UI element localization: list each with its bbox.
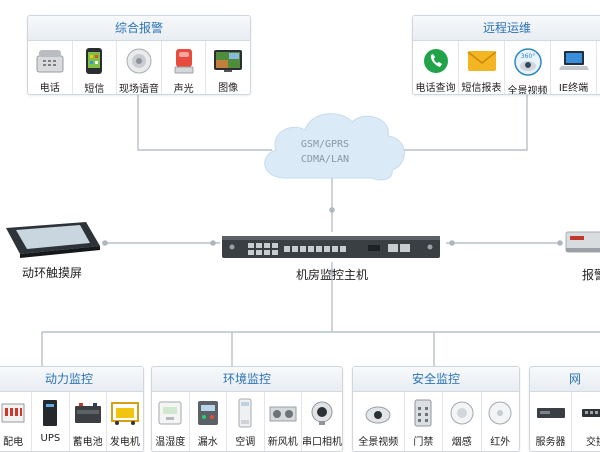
network-item-server[interactable]: 服务器 [530,392,572,451]
envelope-icon [467,47,497,74]
power-item-distribution[interactable]: 配电 [0,392,33,451]
security-item-infrared[interactable]: 红外 [482,392,519,451]
air-conditioner-icon [230,398,260,428]
remote-item-video[interactable]: 360° 全景视频 [505,41,551,94]
wire-dot [102,240,108,246]
alarm-item-sms[interactable]: 短信 [73,41,118,94]
camera-360-badge: 360° [520,53,534,60]
siren-light-icon [169,47,199,75]
security-item-access[interactable]: 门禁 [405,392,444,451]
touchscreen-device [6,222,100,258]
alarm-box-device [565,231,600,253]
smoke-detector-icon [447,398,477,428]
power-item-battery[interactable]: 蓄电池 [70,392,107,451]
wire-remote-cloud [392,93,528,151]
mobile-phone-icon [79,47,109,75]
laptop-icon [558,47,589,74]
env-item-aircon[interactable]: 空调 [227,392,265,451]
alarm-item-phone[interactable]: 电话 [28,41,73,94]
thermostat-icon [155,398,185,428]
network-cloud [264,113,405,181]
network-item-switch[interactable]: 交换 [572,392,600,451]
wire-dot [449,240,455,246]
wire-dot [210,240,216,246]
env-panel-title: 环境监控 [152,367,342,392]
telephone-icon [35,47,65,74]
dome-camera-icon [363,398,393,428]
alarm-item-voice[interactable]: 现场语音 [117,41,162,94]
infrared-sensor-icon [485,398,515,428]
wire-dot [557,240,563,246]
battery-icon [73,398,103,428]
phone-call-icon [421,47,451,74]
env-item-fresh-air[interactable]: 新风机 [265,392,302,451]
speaker-icon [124,47,154,75]
cloud-line-2: CDMA/LAN [300,154,350,165]
security-panel: 安全监控 全景视频 门禁 烟感 [352,366,520,452]
monitor-image-icon [213,47,243,74]
touchscreen-label: 动环触摸屏 [22,266,83,280]
leak-controller-icon [193,398,223,428]
cctv-camera-icon [307,398,337,428]
power-item-ups[interactable]: UPS [32,392,70,451]
alarm-item-siren[interactable]: 声光 [162,41,207,94]
host-device [222,236,440,258]
cloud-line-1: GSM/GPRS [300,139,350,150]
host-label: 机房监控主机 [296,268,369,282]
env-item-leak[interactable]: 漏水 [190,392,227,451]
power-item-generator[interactable]: 发电机 [107,392,143,451]
wire-dot [329,207,335,213]
env-panel: 环境监控 温湿度 漏水 空调 [151,366,343,452]
breaker-icon [0,398,28,428]
dome-camera-360-icon: 360° [513,47,543,77]
server-icon [536,398,566,428]
remote-panel: 远程运维 电话查询 短信报表 360° 全景视频 [412,15,600,95]
power-panel: 动力监控 配电 UPS 蓄电池 [0,366,144,452]
wire-dot [329,269,335,275]
remote-item-phone-query[interactable]: 电话查询 [413,41,459,94]
power-panel-title: 动力监控 [0,367,143,392]
network-panel-title: 网 [530,367,600,392]
remote-item-ie-terminal[interactable]: IE终端 [551,41,597,94]
alarm-item-image[interactable]: 图像 [206,41,250,94]
keypad-icon [408,398,438,428]
wire-alarm-cloud [137,93,272,151]
generator-icon [110,398,140,428]
alarm-panel: 综合报警 电话 短信 现场语音 [27,15,251,95]
remote-item-sms-report[interactable]: 短信报表 [459,41,505,94]
remote-panel-title: 远程运维 [413,16,600,41]
ups-tower-icon [35,398,65,428]
security-item-video[interactable]: 全景视频 [353,392,405,451]
alarm-box-label: 报警 [582,268,600,282]
env-item-serial-camera[interactable]: 串口相机 [302,392,342,451]
network-panel: 网 服务器 交换 [529,366,600,452]
security-item-smoke[interactable]: 烟感 [443,392,482,451]
security-panel-title: 安全监控 [353,367,519,392]
env-item-temp-humidity[interactable]: 温湿度 [152,392,190,451]
ventilator-icon [268,398,298,428]
switch-icon [581,398,600,428]
alarm-panel-title: 综合报警 [28,16,250,41]
